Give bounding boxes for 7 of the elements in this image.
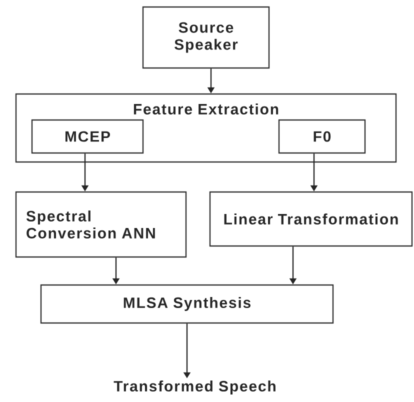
output-label: Transformed Speech: [114, 380, 276, 394]
process-box: Source Speaker: [142, 6, 270, 69]
process-box: Linear Transformation: [209, 191, 413, 247]
process-box: Spectral Conversion ANN: [15, 191, 187, 258]
process-box: F0: [278, 119, 366, 154]
process-box: MLSA Synthesis: [40, 284, 334, 324]
process-box: MCEP: [31, 119, 144, 154]
